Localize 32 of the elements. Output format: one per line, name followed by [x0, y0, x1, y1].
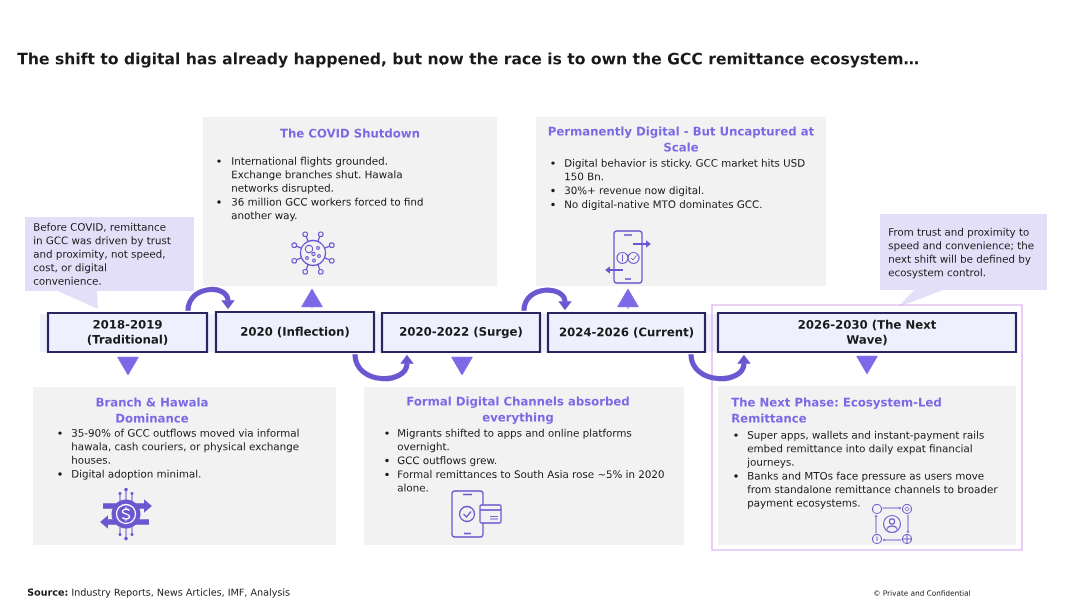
- bullet-text: 30%+ revenue now digital.: [565, 186, 704, 197]
- speech-bubble: From trust and proximity to speed and convenience; the next shift will be defined by ecosystem control.: [880, 214, 1047, 307]
- period-box: 2020 (Inflection): [214, 310, 376, 354]
- panel-heading: Branch & Hawala Dominance: [96, 397, 208, 423]
- bullet-text: No digital-native MTO dominates GCC.: [565, 200, 762, 211]
- period-box: 2020-2022 (Surge): [380, 311, 542, 354]
- panel-heading: Formal Digital Channels absorbed everything: [407, 396, 629, 424]
- triangle-arrow: [451, 356, 473, 376]
- period-box: 2018-2019 (Traditional): [46, 311, 209, 354]
- speech-bubble: Before COVID, remittance in GCC was driven by trust and proximity, not speed, cost, or digital convenience.: [25, 217, 194, 309]
- bullet-text: 36 million GCC workers forced to find another way.: [231, 197, 423, 222]
- bullet-text: Digital adoption minimal.: [72, 469, 201, 480]
- bullet-text: GCC outflows grew.: [397, 456, 497, 467]
- panel-heading: The Next Phase: Ecosystem-Led Remittance: [731, 397, 941, 423]
- bullet-text: 35-90% of GCC outflows moved via informal hawala, cash couriers, or physical exchange houses.: [72, 428, 299, 464]
- panel-heading: Permanently Digital - But Uncaptured at Scale: [548, 126, 814, 152]
- highlight-frame: [711, 304, 1023, 551]
- bullet-text: Migrants shifted to apps and online platforms overnight.: [397, 428, 632, 453]
- triangle-arrow: [856, 355, 878, 375]
- title: The shift to digital has already happened, but now the race is to own the GCC remittance ecosystem…: [17, 52, 918, 68]
- triangle-arrow: [617, 288, 639, 310]
- bullet-text: Super apps, wallets and instant-payment rails embed remittance into daily expat financial journeys.: [747, 430, 984, 468]
- period-box: 2026-2030 (The Next Wave): [716, 311, 1018, 354]
- panel-heading: The COVID Shutdown: [280, 128, 420, 138]
- bullet-text: International flights grounded. Exchange branches shut. Hawala networks disrupted.: [232, 156, 402, 194]
- triangle-arrow: [301, 288, 323, 309]
- bullet-text: Formal remittances to South Asia rose ~5% in 2020 alone.: [397, 470, 664, 492]
- triangle-arrow: [117, 356, 139, 376]
- bullet-text: Banks and MTOs face pressure as users move from standalone remittance channels to broader payment ecosystems.: [747, 471, 998, 509]
- source-note: Source: Industry Reports, News Articles, IMF, Analysis: [27, 588, 290, 598]
- bullet-text: Digital behavior is sticky. GCC market hits USD 150 Bn.: [565, 158, 805, 181]
- period-box: 2024-2026 (Current): [546, 311, 707, 354]
